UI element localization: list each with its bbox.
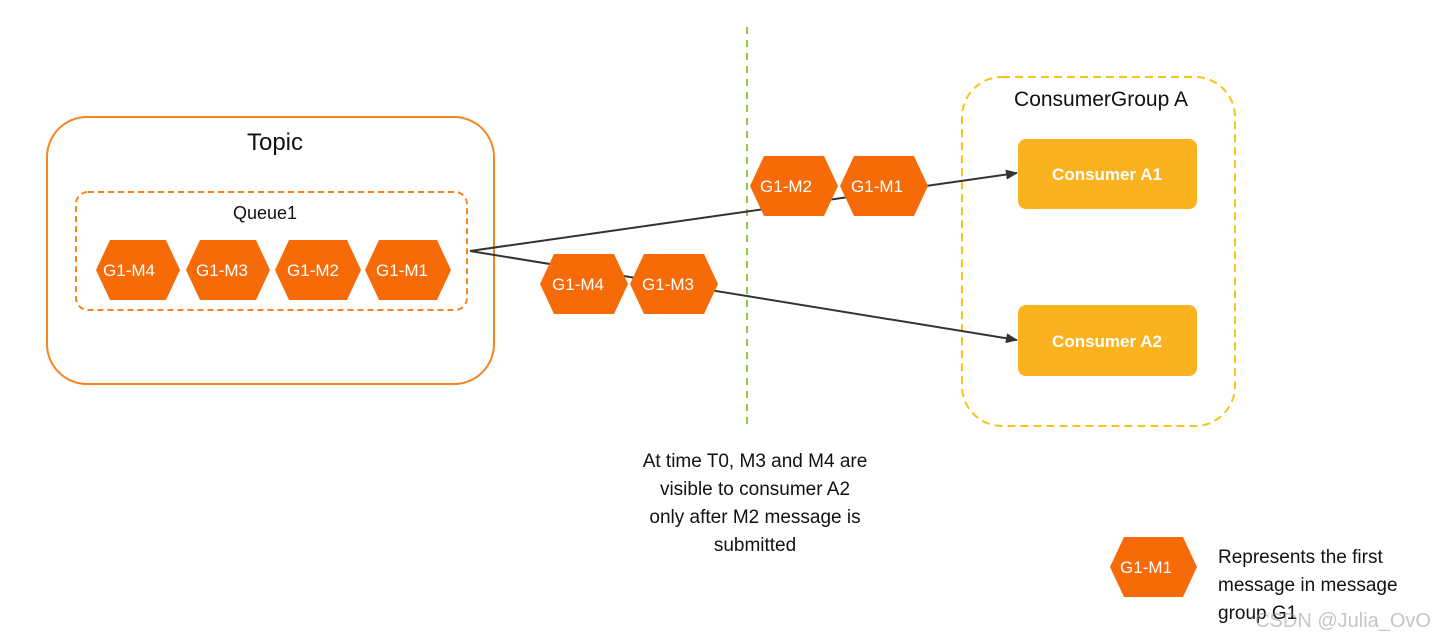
consumer-group-box bbox=[961, 76, 1236, 427]
message-hexagon bbox=[186, 240, 270, 300]
topic-title: Topic bbox=[247, 129, 303, 156]
consumer-group-title: ConsumerGroup A bbox=[1014, 88, 1188, 111]
message-label: G1-M4 bbox=[552, 275, 604, 294]
watermark: CSDN @Julia_OvO bbox=[1255, 610, 1431, 632]
message-label: G1-M3 bbox=[196, 261, 248, 280]
legend-description: Represents the first message in message … bbox=[1218, 547, 1398, 624]
consumer-a2-label: Consumer A2 bbox=[1052, 332, 1162, 351]
consumer-a1-label: Consumer A1 bbox=[1052, 165, 1162, 184]
message-label: G1-M1 bbox=[851, 177, 903, 196]
consumer-a2 bbox=[1018, 305, 1197, 376]
queue-title: Queue1 bbox=[233, 203, 297, 223]
message-hexagon bbox=[275, 240, 361, 300]
message-hexagon bbox=[96, 240, 180, 300]
consumer-a1 bbox=[1018, 139, 1197, 209]
message-hexagon bbox=[840, 156, 928, 216]
message-hexagon bbox=[630, 254, 718, 314]
message-label: G1-M2 bbox=[287, 261, 339, 280]
message-hexagon bbox=[750, 156, 838, 216]
legend-message-label: G1-M1 bbox=[1120, 558, 1172, 577]
legend-message-hexagon bbox=[1110, 537, 1197, 597]
message-label: G1-M3 bbox=[642, 275, 694, 294]
message-label: G1-M4 bbox=[103, 261, 155, 280]
queue-box bbox=[75, 191, 468, 311]
message-label: G1-M1 bbox=[376, 261, 428, 280]
message-hexagon bbox=[365, 240, 451, 300]
message-label: G1-M2 bbox=[760, 177, 812, 196]
timing-note: At time T0, M3 and M4 are visible to con… bbox=[642, 451, 868, 556]
arrow-to-consumer-a1 bbox=[469, 169, 1018, 252]
topic-box bbox=[46, 116, 495, 385]
message-hexagon bbox=[540, 254, 628, 314]
